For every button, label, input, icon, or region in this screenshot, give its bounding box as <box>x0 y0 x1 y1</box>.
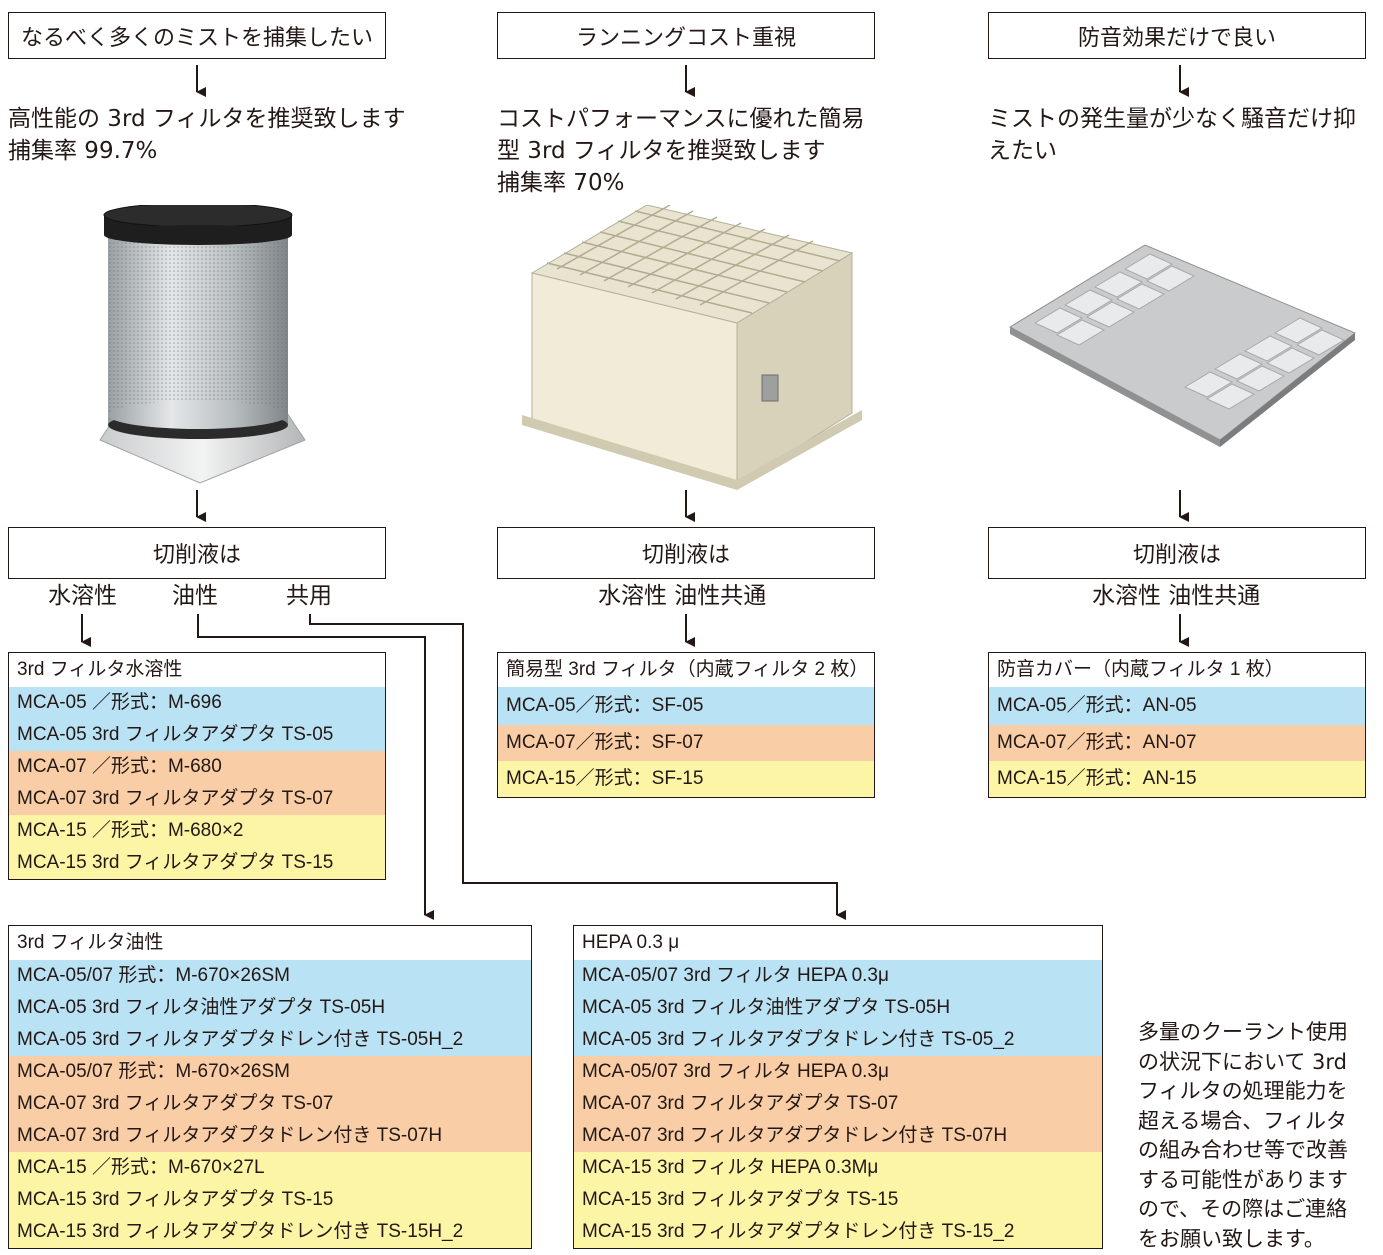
table-row: MCA-05 3rd フィルタアダプタドレン付き TS-05H_2 <box>17 1029 464 1050</box>
arrow-oil <box>197 614 434 920</box>
arrow-hepa <box>309 614 846 920</box>
table-group-yellow: MCA-15 3rd フィルタ HEPA 0.3Mμ MCA-15 3rd フィ… <box>574 1152 1102 1248</box>
note-text: 多量のクーラント使用 の状況下において 3rd フィルタの処理能力を 超える場合… <box>1138 1018 1348 1254</box>
box-filter-image <box>522 205 862 490</box>
table-row: MCA-15 3rd フィルタアダプタドレン付き TS-15_2 <box>582 1221 1015 1242</box>
table-group-blue: MCA-05/07 形式：M-670×26SM MCA-05 3rd フィルタ油… <box>9 960 531 1056</box>
condition-label-3: 防音効果だけで良い <box>1077 25 1276 51</box>
table-row: MCA-07 3rd フィルタアダプタドレン付き TS-07H <box>17 1125 443 1146</box>
table-simple-filter: 簡易型 3rd フィルタ（内蔵フィルタ 2 枚） MCA-05／形式：SF-05… <box>497 652 875 798</box>
condition-label-1: なるべく多くのミストを捕集したい <box>20 25 373 51</box>
table-group-orange: MCA-07 ／形式：M-680 MCA-07 3rd フィルタアダプタ TS-… <box>9 751 385 815</box>
table-row: MCA-15 3rd フィルタアダプタドレン付き TS-15H_2 <box>17 1221 464 1242</box>
table-row: MCA-15 3rd フィルタアダプタ TS-15 <box>17 852 334 873</box>
table-row: MCA-15 3rd フィルタアダプタ TS-15 <box>582 1189 899 1210</box>
table-row: MCA-07 3rd フィルタアダプタドレン付き TS-07H <box>582 1125 1008 1146</box>
description-1-line-2: 捕集率 99.7% <box>8 138 158 164</box>
table-row: MCA-15／形式：SF-15 <box>498 761 874 797</box>
condition-box-1: なるべく多くのミストを捕集したい <box>8 12 386 59</box>
table-group-yellow: MCA-15 ／形式：M-670×27L MCA-15 3rd フィルタアダプタ… <box>9 1152 531 1248</box>
table-row: MCA-05 3rd フィルタアダプタ TS-05 <box>17 724 334 745</box>
fluid-option-common-2: 水溶性 油性共通 <box>598 583 767 609</box>
cover-plate-image <box>1008 244 1356 447</box>
description-3-line-1: ミストの発生量が少なく騒音だけ抑 <box>988 106 1356 132</box>
note-line: の組み合わせ等で改善 <box>1138 1138 1348 1162</box>
table-row: MCA-07 3rd フィルタアダプタ TS-07 <box>17 788 334 809</box>
table-title: 防音カバー（内蔵フィルタ 1 枚） <box>997 659 1284 680</box>
table-row: MCA-05/07 形式：M-670×26SM <box>17 1061 290 1082</box>
table-group-yellow: MCA-15 ／形式：M-680×2 MCA-15 3rd フィルタアダプタ T… <box>9 815 385 879</box>
table-title: 簡易型 3rd フィルタ（内蔵フィルタ 2 枚） <box>506 659 869 680</box>
fluid-option-oil: 油性 <box>172 583 218 609</box>
table-row: MCA-05／形式：AN-05 <box>989 687 1365 725</box>
table-row: MCA-07 3rd フィルタアダプタ TS-07 <box>17 1093 334 1114</box>
description-3-line-2: えたい <box>988 138 1057 164</box>
table-row: MCA-07／形式：SF-07 <box>498 725 874 761</box>
condition-label-2: ランニングコスト重視 <box>575 25 796 51</box>
table-group-orange: MCA-05/07 形式：M-670×26SM MCA-07 3rd フィルタア… <box>9 1056 531 1152</box>
table-group-blue: MCA-05/07 3rd フィルタ HEPA 0.3μ MCA-05 3rd … <box>574 960 1102 1056</box>
table-row: MCA-05 3rd フィルタアダプタドレン付き TS-05_2 <box>582 1029 1015 1050</box>
condition-box-2: ランニングコスト重視 <box>497 12 875 59</box>
table-title: 3rd フィルタ油性 <box>17 932 164 953</box>
table-row: MCA-05／形式：SF-05 <box>498 687 874 725</box>
table-soundproof-cover: 防音カバー（内蔵フィルタ 1 枚） MCA-05／形式：AN-05 MCA-07… <box>988 652 1366 798</box>
table-row: MCA-05/07 3rd フィルタ HEPA 0.3μ <box>582 1061 889 1082</box>
table-row: MCA-15／形式：AN-15 <box>989 761 1365 797</box>
description-2-line-1: コストパフォーマンスに優れた簡易 <box>497 106 865 132</box>
description-2-line-3: 捕集率 70% <box>497 170 625 196</box>
table-row: MCA-15 3rd フィルタアダプタ TS-15 <box>17 1189 334 1210</box>
table-row: MCA-05/07 3rd フィルタ HEPA 0.3μ <box>582 965 889 986</box>
fluid-option-water: 水溶性 <box>48 583 117 609</box>
note-line: をお願い致します。 <box>1138 1226 1325 1251</box>
table-row: MCA-15 3rd フィルタ HEPA 0.3Mμ <box>582 1157 879 1178</box>
table-group-orange: MCA-05/07 3rd フィルタ HEPA 0.3μ MCA-07 3rd … <box>574 1056 1102 1152</box>
table-title: HEPA 0.3 μ <box>582 932 680 953</box>
table-row: MCA-15 ／形式：M-680×2 <box>17 820 244 841</box>
table-row: MCA-15 ／形式：M-670×27L <box>17 1157 265 1178</box>
table-row: MCA-07 3rd フィルタアダプタ TS-07 <box>582 1093 899 1114</box>
table-row: MCA-05 3rd フィルタ油性アダプタ TS-05H <box>582 997 951 1018</box>
table-row: MCA-07 ／形式：M-680 <box>17 756 222 777</box>
fluid-box-1: 切削液は <box>8 527 386 579</box>
table-group-blue: MCA-05 ／形式：M-696 MCA-05 3rd フィルタアダプタ TS-… <box>9 687 385 751</box>
note-line: 超える場合、フィルタ <box>1138 1108 1347 1133</box>
table-title: 3rd フィルタ水溶性 <box>17 659 183 680</box>
table-water-soluble: 3rd フィルタ水溶性 MCA-05 ／形式：M-696 MCA-05 3rd … <box>8 652 386 880</box>
fluid-label-2: 切削液は <box>641 543 730 568</box>
fluid-box-3: 切削液は <box>988 527 1366 579</box>
fluid-label-1: 切削液は <box>152 543 241 568</box>
note-line: フィルタの処理能力を <box>1138 1079 1348 1103</box>
condition-box-3: 防音効果だけで良い <box>988 12 1366 59</box>
table-hepa-filter: HEPA 0.3 μ MCA-05/07 3rd フィルタ HEPA 0.3μ … <box>573 925 1103 1249</box>
fluid-box-2: 切削液は <box>497 527 875 579</box>
fluid-option-common: 共用 <box>286 583 332 609</box>
table-row: MCA-07／形式：AN-07 <box>989 725 1365 761</box>
table-oil-filter: 3rd フィルタ油性 MCA-05/07 形式：M-670×26SM MCA-0… <box>8 925 532 1249</box>
cylindrical-filter-image <box>99 205 306 484</box>
note-line: する可能性があります <box>1138 1167 1348 1192</box>
table-row: MCA-05 ／形式：M-696 <box>17 692 222 713</box>
fluid-label-3: 切削液は <box>1132 543 1221 568</box>
note-line: の状況下において 3rd <box>1138 1049 1348 1074</box>
note-line: ので、その際はご連絡 <box>1138 1197 1348 1221</box>
description-1-line-1: 高性能の 3rd フィルタを推奨致します <box>8 106 406 132</box>
fluid-option-common-3: 水溶性 油性共通 <box>1092 583 1261 609</box>
note-line: 多量のクーラント使用 <box>1138 1020 1348 1044</box>
description-2-line-2: 型 3rd フィルタを推奨致します <box>497 138 826 164</box>
table-row: MCA-05 3rd フィルタ油性アダプタ TS-05H <box>17 997 386 1018</box>
table-row: MCA-05/07 形式：M-670×26SM <box>17 965 290 986</box>
